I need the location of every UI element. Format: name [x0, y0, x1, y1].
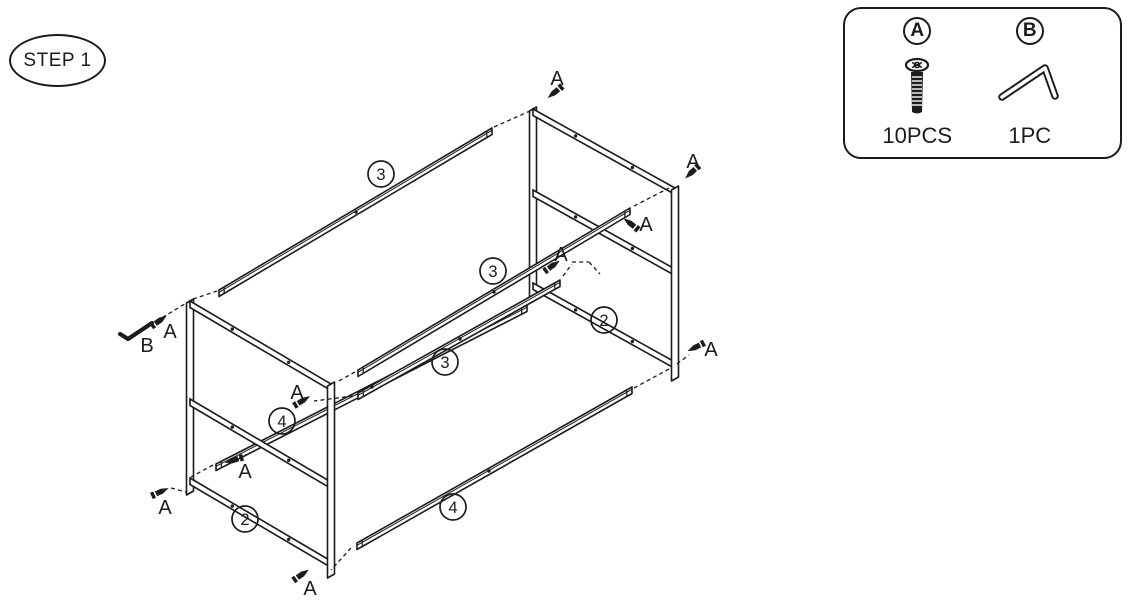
screw-hole-dot: [573, 308, 578, 312]
screw-hole-dot: [230, 504, 234, 508]
screw-hole-dot: [492, 290, 496, 294]
screw-a-glyph: [633, 225, 641, 233]
fastener-label: A: [290, 382, 304, 404]
end-frame-left-cross-rail: [189, 476, 332, 569]
end-frame-right-cross-rail: [532, 107, 676, 196]
fastener-label: A: [704, 339, 718, 361]
screw-hole-dot: [370, 385, 374, 389]
allen-key-icon: [998, 64, 1059, 101]
guide-dashed-line: [313, 395, 354, 402]
fastener-label: A: [163, 321, 177, 343]
screw-hole-dot: [287, 537, 291, 541]
fastener-label: A: [303, 578, 317, 600]
fastener-label: A: [238, 461, 252, 483]
end-frame-left-front-leg: [326, 381, 336, 579]
guide-dashed-line: [493, 110, 531, 128]
hardware-box: A 10PCS B: [843, 7, 1122, 159]
screw-hole-dot: [354, 210, 358, 214]
fastener-label: B: [140, 335, 153, 357]
guide-dashed-line: [633, 367, 672, 389]
part-number-text: 2: [240, 511, 249, 529]
end-frame-left-cross-rail: [189, 299, 332, 392]
part-quantity: 10PCS: [882, 123, 953, 148]
part-number-text: 4: [448, 499, 457, 517]
part-letter-badge: B: [1015, 17, 1044, 45]
guide-dashed-line: [170, 487, 187, 493]
screw-a-glyph: [291, 575, 298, 584]
screw-a-glyph: [153, 315, 167, 326]
screw-a-glyph: [685, 167, 698, 179]
hardware-item-b: B 1PC: [974, 15, 1087, 149]
part-number-callout: [231, 505, 259, 533]
allen-key-glyph: [117, 320, 155, 342]
part-number-callout: [268, 407, 296, 435]
end-frame-right-front-leg: [670, 185, 680, 382]
screw-hole-dot: [630, 165, 635, 170]
end-frame-left-cross-rail: [189, 397, 332, 490]
guide-dashed-line: [633, 187, 670, 207]
guide-dashed-line: [562, 263, 573, 277]
screw-hole-dot: [630, 246, 635, 251]
part-number-text: 4: [277, 413, 286, 431]
part-number-callout: [367, 160, 395, 188]
screw-a-glyph: [623, 218, 637, 229]
screw-a-glyph: [687, 342, 702, 352]
part-number-callout: [439, 493, 467, 521]
bottom-front-rail-edge: [356, 388, 633, 546]
screw-hole-dot: [230, 425, 234, 429]
screw-a-glyph: [154, 488, 169, 497]
screw-hole-dot: [230, 327, 234, 331]
part-number-callout: [431, 348, 459, 376]
screw-a-glyph: [295, 569, 309, 580]
fastener-label: A: [639, 214, 653, 236]
part-quantity: 1PC: [1008, 123, 1052, 148]
screw-a-glyph: [296, 396, 311, 406]
screw-icon: [905, 57, 930, 114]
screw-hole-dot: [573, 134, 578, 138]
screw-hole-dot: [287, 360, 291, 364]
screw-a-glyph: [292, 401, 299, 409]
guide-dashed-line: [336, 371, 356, 383]
screw-hole-dot: [287, 458, 291, 462]
screw-hole-dot: [487, 469, 491, 473]
screw-a-glyph: [150, 491, 156, 500]
bottom-front-rail: [356, 386, 633, 551]
screw-a-glyph: [224, 456, 240, 464]
part-letter-badge: A: [903, 17, 932, 45]
part-number-text: 2: [599, 312, 608, 330]
part-number-callout: [590, 306, 618, 334]
screw-a-glyph: [694, 163, 702, 171]
part-number-text: 3: [440, 354, 449, 372]
screw-a-glyph: [547, 87, 561, 98]
guide-dashed-line: [588, 261, 601, 275]
fastener-label: A: [158, 497, 172, 519]
fastener-label: A: [554, 244, 568, 266]
screw-a-glyph: [238, 454, 245, 462]
screw-hole-dot: [630, 339, 635, 344]
guide-dashed-line: [330, 547, 352, 571]
fastener-label: A: [686, 151, 700, 173]
screw-a-glyph: [542, 266, 549, 275]
screw-a-glyph: [699, 339, 706, 348]
hardware-item-a: A 10PCS: [861, 15, 974, 149]
screw-hole-dot: [458, 337, 462, 341]
part-number-text: 3: [488, 263, 497, 281]
guide-dashed-line: [676, 354, 690, 365]
guide-dashed-line: [192, 290, 218, 300]
screw-a-glyph: [546, 260, 560, 271]
end-frame-left-back-leg: [185, 298, 195, 496]
step-badge: STEP 1: [9, 34, 106, 87]
part-number-callout: [479, 257, 507, 285]
part-number-text: 3: [376, 166, 385, 184]
fastener-label: A: [550, 68, 564, 90]
screw-a-glyph: [557, 83, 565, 91]
screw-hole-dot: [573, 215, 578, 219]
